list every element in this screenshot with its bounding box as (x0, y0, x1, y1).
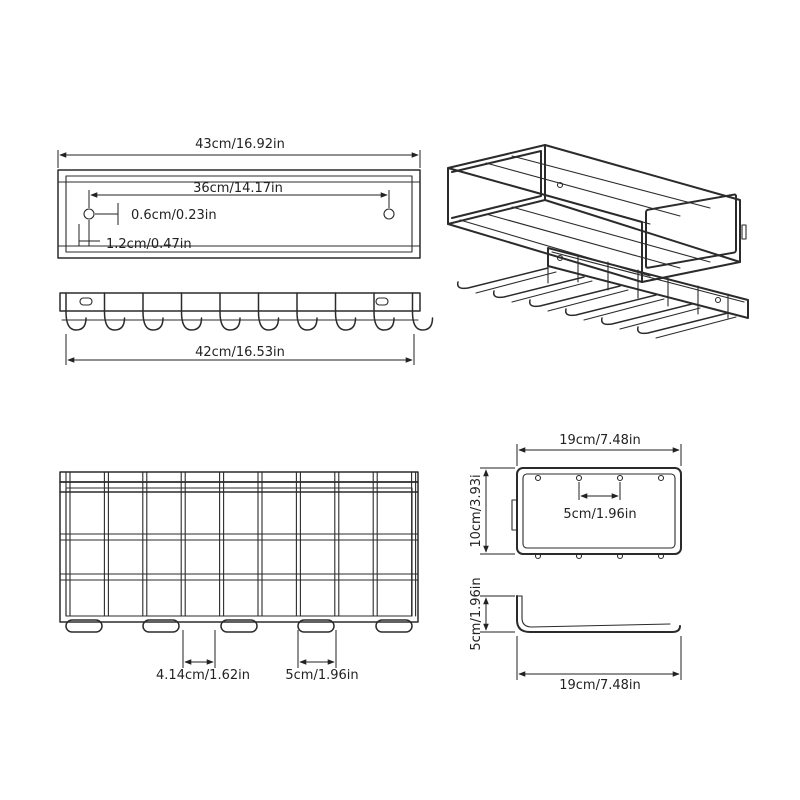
dim-profile-height: 5cm/1.96in (469, 577, 515, 651)
label-total-width: 43cm/16.92in (195, 137, 285, 152)
side-hook-bottom (616, 552, 624, 560)
hook-wire (142, 292, 164, 331)
label-slot-width: 4.14cm/1.62in (156, 668, 250, 683)
iso-hook (636, 312, 729, 335)
hook-wire (373, 292, 395, 331)
side-hook-top (657, 474, 665, 482)
iso-hook (600, 303, 693, 326)
iso-hook (528, 285, 621, 308)
side-hook-bottom (657, 552, 665, 560)
iso-hook (655, 316, 737, 339)
side-hook-bottom (534, 552, 542, 560)
dim-hole-offset: 1.2cm/0.47in (78, 220, 192, 252)
side-hook-top (616, 474, 624, 482)
label-profile-width: 19cm/7.48in (559, 678, 641, 693)
label-side-height: 10cm/3.93i (469, 474, 484, 547)
isometric-rack-view (447, 144, 749, 339)
label-side-hook-spacing: 5cm/1.96in (563, 507, 636, 522)
dim-profile-width: 19cm/7.48in (516, 636, 682, 693)
bottom-hook (297, 619, 335, 633)
dim-slot-width: 4.14cm/1.62in (156, 630, 250, 683)
hook-wire (257, 292, 280, 331)
dim-side-height: 10cm/3.93i (469, 467, 515, 555)
dim-hook-bar-width: 42cm/16.53in (65, 334, 415, 365)
profile-view (516, 595, 681, 633)
hook-wire (219, 292, 241, 331)
dim-hole-spacing: 36cm/14.17in (88, 181, 390, 208)
side-hook-top (575, 474, 583, 482)
bottom-hook (220, 619, 258, 633)
top-view-back-plate (57, 169, 421, 259)
label-hole-diameter: 0.6cm/0.23in (131, 208, 217, 223)
iso-hook (619, 307, 701, 330)
label-slot-spacing: 5cm/1.96in (285, 668, 358, 683)
dim-total-width: 43cm/16.92in (57, 137, 421, 168)
iso-hook (511, 280, 593, 303)
side-hook-bottom (575, 552, 583, 560)
hook-wire (411, 292, 434, 331)
iso-hook (492, 276, 585, 299)
mounting-hole-right (383, 208, 395, 220)
label-side-width: 19cm/7.48in (559, 433, 641, 448)
bottom-hook (65, 619, 103, 633)
label-hole-offset: 1.2cm/0.47in (106, 237, 192, 252)
hook-wire (180, 292, 203, 331)
hook-wire (103, 292, 126, 331)
dim-side-hook-spacing: 5cm/1.96in (563, 482, 637, 522)
label-hole-spacing: 36cm/14.17in (193, 181, 283, 196)
bottom-hook (375, 619, 413, 633)
dim-side-width: 19cm/7.48in (516, 433, 682, 466)
side-view (511, 467, 682, 560)
front-grid-view (59, 471, 419, 633)
iso-hook (475, 271, 557, 294)
dim-hole-diameter: 0.6cm/0.23in (95, 203, 217, 225)
side-hook-top (534, 474, 542, 482)
label-profile-height: 5cm/1.96in (469, 577, 484, 650)
label-hook-bar-width: 42cm/16.53in (195, 345, 285, 360)
hook-wire (296, 292, 318, 331)
iso-hook (456, 267, 549, 290)
iso-hook (564, 294, 657, 317)
bottom-hook (142, 619, 180, 633)
dim-slot-spacing: 5cm/1.96in (285, 630, 359, 683)
hook-bar-view (59, 292, 434, 331)
iso-hook (547, 289, 629, 312)
hook-wire (65, 292, 87, 331)
hook-wire (334, 292, 357, 331)
mounting-hole-left (83, 208, 95, 220)
iso-hook (583, 298, 665, 321)
